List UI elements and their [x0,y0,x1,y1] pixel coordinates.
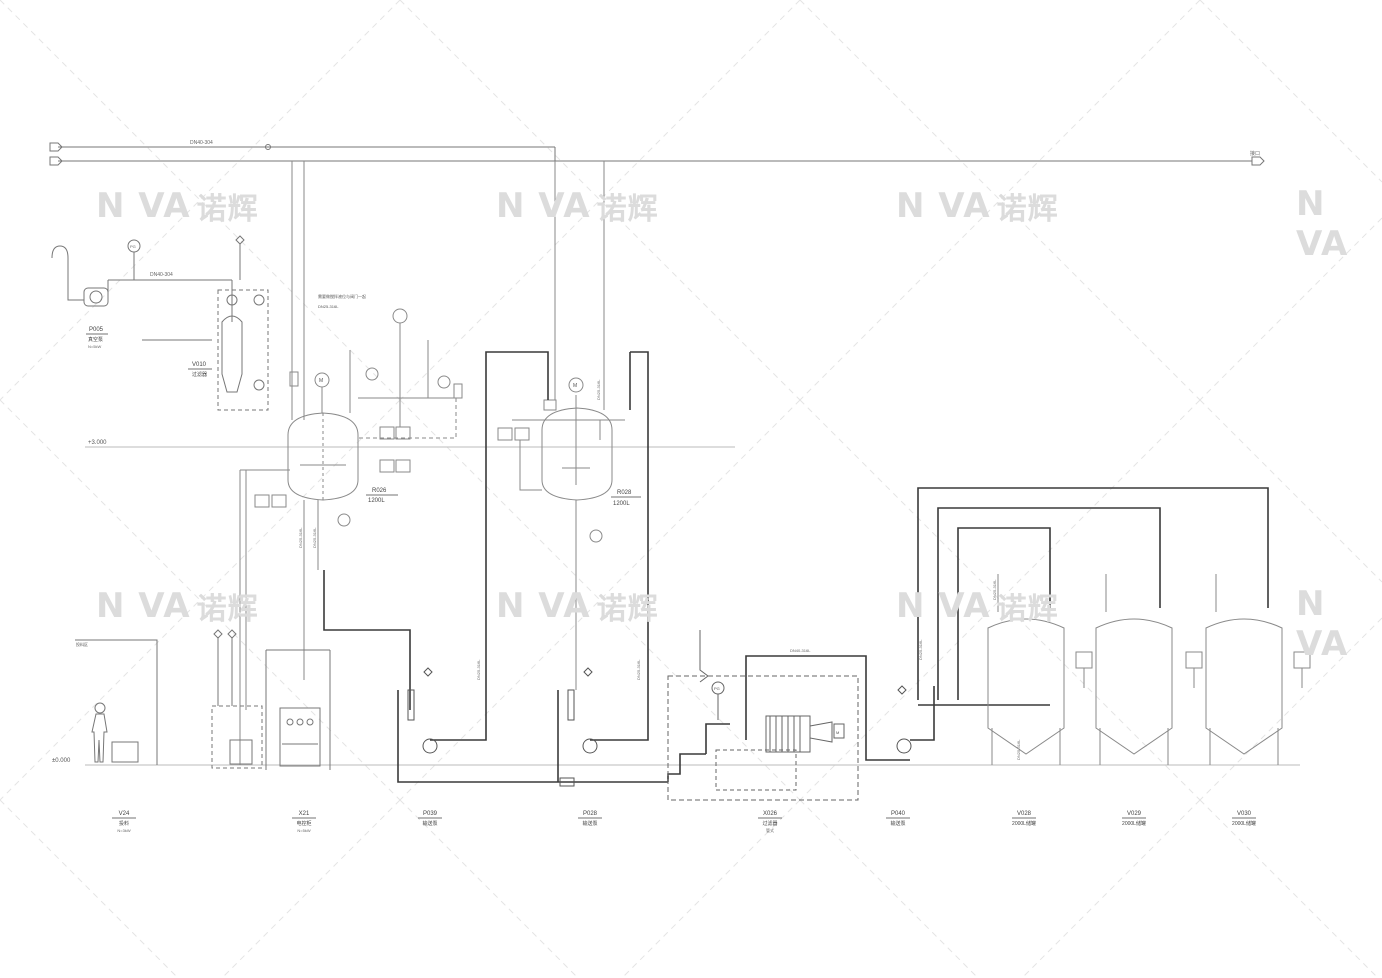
equipment-tag: V24 [119,811,130,817]
vacuum-filter-desc: 过滤器 [192,371,207,378]
header-right-label: 接口 [1250,150,1260,157]
equipment-tag: P039 [423,811,438,817]
vacuum-pump-desc: 真空泵 [88,336,103,343]
equipment-sub: N=3kW [117,828,130,833]
vacuum-pump-sub: N=5kW [88,344,101,349]
filter-unit [667,630,859,801]
reactor-2-m-label: M [573,383,577,389]
vacuum-pump-line-label: DN40-304 [150,272,173,278]
reactor-2-vessel [497,377,625,690]
vacuum-pump-pi-label: PG [130,244,136,249]
reactor-1-note-2: DN25-316L [318,304,339,309]
reactor-2-capacity: 1200L [613,501,630,507]
equipment-tag: X21 [299,811,310,817]
reactor-2-line-a: DN25-316L [596,379,601,400]
vacuum-pump-tag: P005 [89,327,104,333]
equipment-desc: 电控柜 [296,820,311,827]
tank-drain-label: DN25-316L [1016,739,1021,760]
reactor-1-m-label: M [319,378,323,384]
tank-vent-label: DN25-316L [992,579,997,600]
reactor-1-line-a: DN25-316L [298,527,303,548]
equipment-desc: 2000L储罐 [1232,820,1256,827]
vacuum-pump-unit [51,235,269,411]
filter-pi-label: PG [714,686,720,691]
equipment-desc: 输送泵 [582,820,597,827]
reactor-2-tag: R028 [617,490,632,496]
pumps [407,667,912,787]
operator-area-label: 投料区 [76,641,88,647]
equipment-desc: 过滤器 [762,820,777,827]
elevation-upper-label: +3.000 [88,440,107,446]
equipment-tag: X026 [763,811,778,817]
equipment-desc: 输送泵 [422,820,437,827]
filter-line-label: DN40-316L [790,648,811,653]
elevation-lines [85,446,1300,766]
header-drops [291,161,605,420]
operator-area [75,629,331,770]
equipment-desc: 2000L储罐 [1012,820,1036,827]
reactor-1-capacity: 1200L [368,498,385,504]
equipment-tag: P028 [583,811,598,817]
equipment-tag: V030 [1237,811,1252,817]
equipment-tag: V028 [1017,811,1032,817]
equipment-tag: V029 [1127,811,1142,817]
equipment-desc: 输送泵 [890,820,905,827]
reactor-1-note-1: 需要做搅拌液位与阀门一起 [318,293,366,299]
filter-m-label: M [836,730,839,735]
reactor-1-tag: R026 [372,488,387,494]
reactor-1-line-b: DN25-316L [312,527,317,548]
storage-tanks [987,574,1311,765]
vline-label-1: DN25-316L [476,659,481,680]
vline-label-2: DN25-316L [636,659,641,680]
reactor-1-vessel [239,308,463,765]
vline-label-3: DN25-316L [918,639,923,660]
header-lines [49,142,1265,166]
equipment-sub: 管式 [766,827,774,833]
equipment-tag: P040 [891,811,906,817]
elevation-lower-label: ±0.000 [52,758,71,764]
vacuum-filter-tag: V010 [192,362,207,368]
transfer-piping [323,351,1269,783]
header-line-label: DN40-304 [190,140,213,146]
equipment-desc: 2000L储罐 [1122,820,1146,827]
equipment-sub: N=5kW [297,828,310,833]
equipment-desc: 投料 [119,820,129,827]
